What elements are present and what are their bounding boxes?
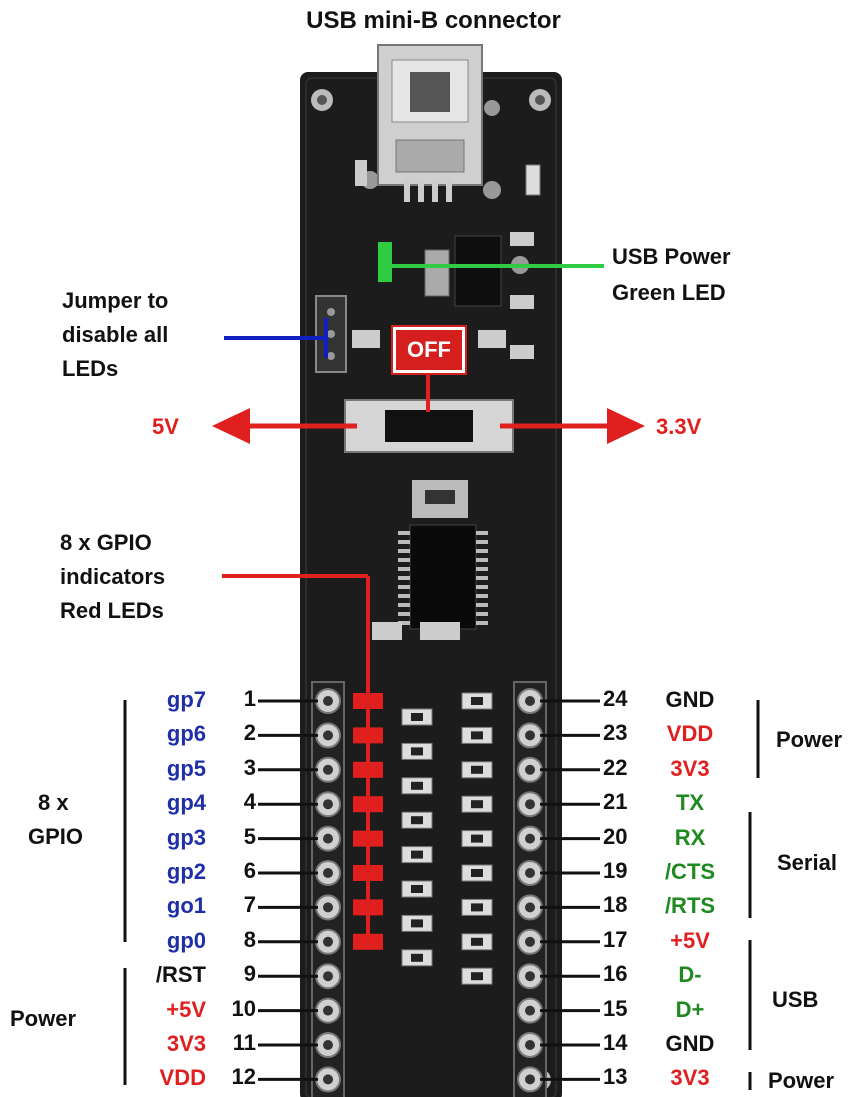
arrow-5v [212,408,357,444]
usb-power-label-line1: USB Power [612,244,731,269]
right-pin-number: 16 [603,961,628,987]
right-pin-number: 15 [603,995,628,1021]
right-pin-signal-label: D- [678,962,702,988]
right-pin-signal-label: VDD [666,721,714,747]
left-pin-signal-label: go1 [166,893,206,919]
right-pin-number: 23 [603,720,628,746]
voltage-3v3-label: 3.3V [656,414,702,439]
right-pin-signal-label: GND [665,1031,715,1056]
right-pin-number: 17 [603,926,628,952]
gpio-red-led [353,933,383,950]
left-pin-signal-label: gp6 [166,721,206,747]
left-pin-signal-label: VDD [159,1065,206,1091]
left-pin-number: 5 [243,823,256,849]
left-pin-signal-label: gp5 [166,755,206,781]
right-pin-number: 21 [603,789,628,815]
left-pin-header [311,681,345,1097]
left-pin-signal-label: gp0 [166,927,206,953]
left-pin-signal-label: gp4 [166,790,206,816]
power-right-group-label: Power [776,727,843,752]
right-pin-signal-label: RX [674,824,706,850]
left-pin-signal-label: /RST [155,962,206,988]
left-pin-number: 12 [231,1064,256,1090]
right-pin-signal-label: /CTS [664,859,716,884]
right-pin-number: 13 [603,1064,628,1090]
mounting-hole [483,181,501,199]
usb-interface-chip [409,524,477,630]
jumper-label-line2: disable all [62,322,169,347]
left-pin-signal-label: +5V [166,996,206,1022]
arrow-3v3 [500,408,645,444]
serial-group-label: Serial [777,850,837,875]
right-pin-signal-label: 3V3 [670,755,710,781]
left-pin-number: 7 [243,892,256,918]
left-pin-number: 3 [243,754,256,780]
right-pin-header [513,681,547,1097]
right-pin-signal-label: GND [665,687,715,712]
left-pin-number: 10 [231,995,256,1021]
left-pin-number: 8 [243,926,256,952]
right-pin-number: 14 [603,1030,628,1055]
right-pin-number: 19 [603,858,628,883]
left-pin-number: 4 [243,789,256,815]
right-pin-number: 24 [603,686,628,711]
right-pin-number: 22 [603,754,628,780]
left-pin-number: 1 [243,686,256,711]
jumper-label-line1: Jumper to [62,288,169,313]
left-pin-signal-label: 3V3 [166,1031,206,1056]
left-pin-signal-label: gp2 [166,859,206,884]
gpio-leds-label-line2: indicators [60,564,166,589]
power-left-group-label: Power [10,1006,77,1031]
gpio-leds-label-line1: 8 x GPIO [60,530,152,555]
left-pin-number: 11 [232,1030,256,1055]
power-right-bottom-group-label: Power [768,1068,835,1093]
right-pin-number: 18 [603,892,628,918]
gpio-group-label-line1: 8 x [38,790,69,815]
left-pin-signal-label: gp3 [166,824,206,850]
left-pin-signal-label: gp7 [166,687,206,712]
right-pin-signal-label: D+ [675,996,705,1022]
left-pin-number: 2 [243,720,256,746]
right-pin-signal-label: +5V [670,927,710,953]
mounting-hole [484,100,500,116]
left-pin-number: 6 [243,858,256,883]
usb-power-label-line2: Green LED [612,280,726,305]
right-pin-number: 20 [603,823,628,849]
switch-off-label: OFF [391,325,467,375]
usb-mini-b-connector [377,44,483,202]
diagram-title: USB mini-B connector [306,7,561,34]
right-pin-signal-label: 3V3 [670,1065,710,1091]
jumper-label-line3: LEDs [62,356,119,381]
left-pin-number: 9 [243,961,256,987]
right-pin-signal-label: /RTS [664,893,716,919]
right-pin-signal-label: TX [675,790,705,816]
voltage-5v-label: 5V [152,414,179,439]
usb-group-label: USB [772,987,819,1012]
gpio-leds-label-line3: Red LEDs [60,598,164,623]
gpio-group-label-line2: GPIO [28,824,84,849]
